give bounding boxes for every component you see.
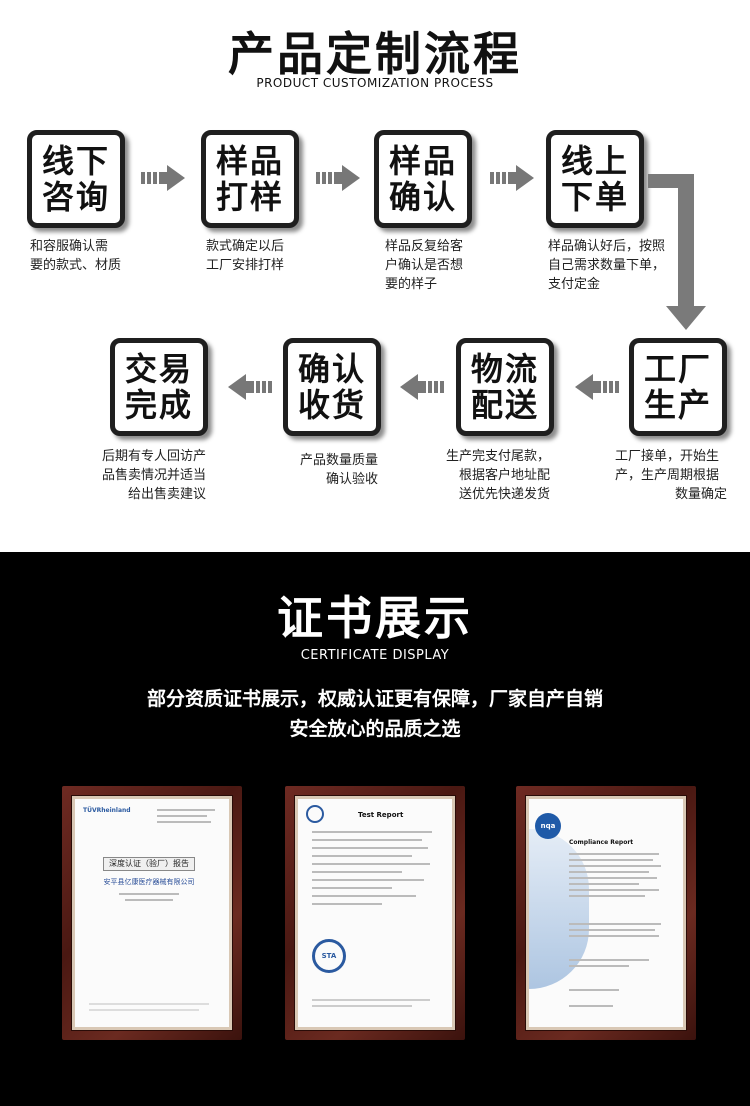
- step-sample-making: 样品 打样: [201, 130, 299, 228]
- arrow-left-icon: [575, 374, 619, 400]
- certificate-section: 证书展示 CERTIFICATE DISPLAY 部分资质证书展示，权威认证更有…: [0, 552, 750, 1106]
- test-report-title: Test Report: [358, 811, 404, 819]
- process-title: 产品定制流程: [228, 27, 522, 81]
- step-logistics-desc: 生产完支付尾款，根据客户地址配送优先快递发货: [445, 449, 550, 502]
- step-confirm-receipt: 确认 收货: [283, 338, 381, 436]
- arrow-right-icon: [316, 165, 360, 191]
- certificate-nqa: nqa Compliance Report: [529, 799, 683, 1027]
- certificate-tagline-1: 部分资质证书展示，权威认证更有保障，厂家自产自销: [146, 688, 603, 710]
- step-deal-complete-desc: 后期有专人回访产品售卖情况并适当给出售卖建议: [101, 449, 206, 502]
- process-section: 产品定制流程 PRODUCT CUSTOMIZATION PROCESS 线下 …: [0, 0, 750, 552]
- certificate-title: 证书展示: [277, 591, 473, 645]
- nqa-logo: nqa: [535, 813, 561, 839]
- step-offline-consult-desc: 和容服确认需要的款式、材质: [30, 239, 122, 273]
- certificate-frame-nqa: nqa Compliance Report: [516, 786, 696, 1040]
- arrow-right-icon: [490, 165, 534, 191]
- step-deal-complete: 交易 完成: [110, 338, 208, 436]
- step-offline-consult: 线下 咨询: [27, 130, 125, 228]
- certificate-subtitle: CERTIFICATE DISPLAY: [300, 648, 450, 663]
- step-sample-confirm: 样品 确认: [374, 130, 472, 228]
- step-logistics: 物流 配送: [456, 338, 554, 436]
- report-title: 深度认证（验厂）报告: [103, 857, 195, 871]
- arrow-left-icon: [400, 374, 444, 400]
- arrow-right-icon: [141, 165, 185, 191]
- certificate-test-report: Test Report STA: [298, 799, 452, 1027]
- step-online-order-desc: 样品确认好后，按照自己需求数量下单，支付定金: [548, 239, 666, 292]
- certificate-tuv: TÜVRheinland 深度认证（验厂）报告 安平县亿康医疗器械有限公司: [75, 799, 229, 1027]
- sta-logo-icon: [306, 805, 324, 823]
- company-name: 安平县亿康医疗器械有限公司: [103, 878, 195, 886]
- step-sample-confirm-desc: 样品反复给客户确认是否想要的样子: [385, 239, 464, 292]
- step-sample-making-desc: 款式确定以后工厂安排打样: [206, 239, 285, 273]
- compliance-report-title: Compliance Report: [569, 839, 634, 846]
- arrow-left-icon: [228, 374, 272, 400]
- step-factory-production: 工厂 生产: [629, 338, 727, 436]
- sta-seal-icon: STA: [312, 939, 346, 973]
- step-confirm-receipt-desc: 产品数量质量确认验收: [299, 453, 378, 487]
- certificate-tagline-2: 安全放心的品质之选: [289, 718, 461, 740]
- step-online-order: 线上 下单: [546, 130, 644, 228]
- tuv-logo: TÜVRheinland: [83, 807, 131, 814]
- certificate-frame-test-report: Test Report STA: [285, 786, 465, 1040]
- certificate-frame-tuv: TÜVRheinland 深度认证（验厂）报告 安平县亿康医疗器械有限公司: [62, 786, 242, 1040]
- step-factory-production-desc: 工厂接单，开始生产，生产周期根据 数量确定: [615, 449, 727, 502]
- process-subtitle: PRODUCT CUSTOMIZATION PROCESS: [256, 76, 494, 90]
- arrow-down-icon: [648, 174, 706, 330]
